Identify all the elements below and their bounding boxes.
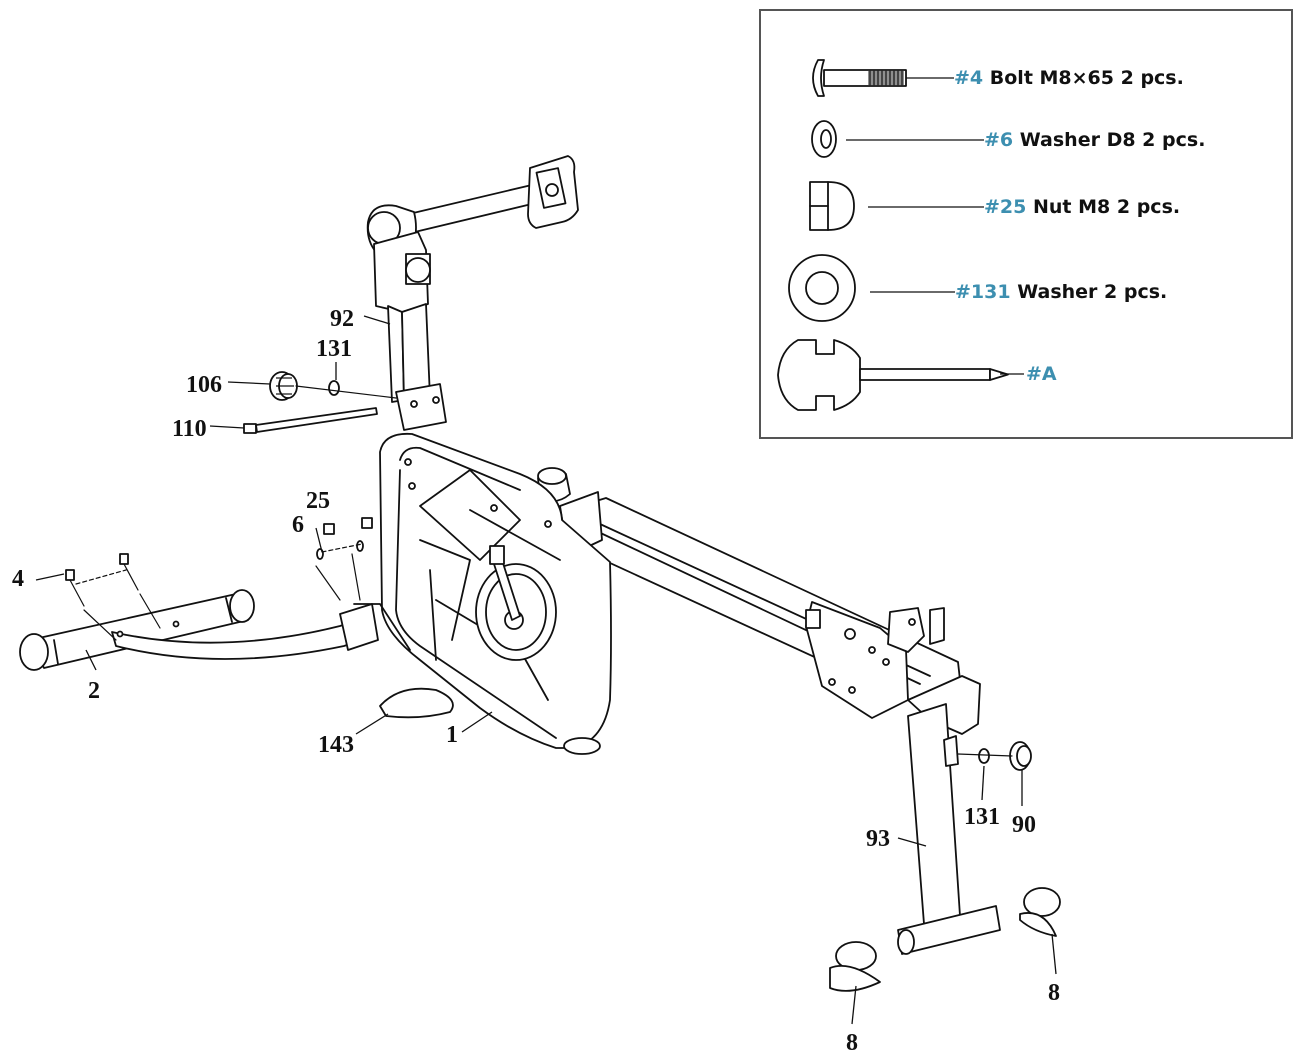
axis-line: [295, 385, 397, 399]
main-frame-part-1: [379, 432, 981, 755]
callout-25: 25: [306, 488, 330, 514]
callout-131-top: 131: [316, 336, 352, 362]
callout-4: 4: [12, 566, 24, 592]
bolt-icon: [812, 59, 907, 97]
callout-92: 92: [330, 306, 354, 332]
assembly-dash-line: [75, 569, 127, 585]
bolts-part-4: [65, 553, 139, 607]
callout-106: 106: [186, 372, 222, 398]
callout-leaders: [35, 315, 1057, 1025]
hardware-legend-box: #4 Bolt M8×65 2 pcs. #6 Washer D8 2 pcs.…: [759, 9, 1293, 439]
cap-nut-icon: [809, 181, 855, 231]
assembly-dash-line: [83, 609, 117, 641]
bolt-part-110: [243, 407, 378, 434]
handlebar-stem-part-92: [366, 155, 579, 431]
flat-washer-icon: [788, 254, 856, 322]
end-cap-part-8-right: [1019, 887, 1061, 937]
washer-d8-icon: [811, 120, 837, 158]
wrench-tool-icon: [777, 339, 1009, 411]
callout-8-left: 8: [846, 1030, 858, 1056]
hardware-item-bolt: #4 Bolt M8×65 2 pcs.: [954, 67, 1184, 89]
callout-1: 1: [446, 722, 458, 748]
hardware-item-wrench: #A: [1026, 363, 1057, 385]
knob-part-106: [269, 371, 298, 401]
washer-part-131-top: [328, 380, 340, 396]
callout-90: 90: [1012, 812, 1036, 838]
callout-143: 143: [318, 732, 354, 758]
hardware-item-nut: #25 Nut M8 2 pcs.: [984, 196, 1180, 218]
end-cap-part-8-left: [829, 941, 881, 992]
front-stabilizer-part-2: [19, 589, 411, 671]
hardware-item-washer: #131 Washer 2 pcs.: [955, 281, 1167, 303]
hardware-item-washer-d8: #6 Washer D8 2 pcs.: [984, 129, 1205, 151]
callout-93: 93: [866, 826, 890, 852]
knob-part-90: [1009, 741, 1032, 771]
callout-6: 6: [292, 512, 304, 538]
washers-part-6: [316, 540, 364, 560]
callout-131-rear: 131: [964, 804, 1000, 830]
nuts-part-25: [323, 517, 373, 535]
callout-8-right: 8: [1048, 980, 1060, 1006]
washer-part-131-rear: [978, 748, 990, 764]
callout-110: 110: [172, 416, 207, 442]
assembly-dash-line: [139, 593, 161, 629]
callout-2: 2: [88, 678, 100, 704]
pedal-plate-part-143: [379, 687, 454, 719]
rear-support-part-93: [897, 703, 1001, 955]
